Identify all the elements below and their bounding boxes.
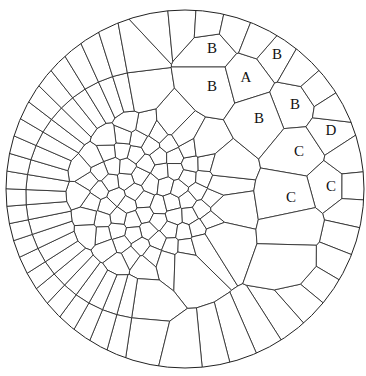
cell-outline <box>114 143 130 160</box>
cell-label: B <box>207 41 217 56</box>
cell-outline <box>156 308 203 376</box>
cell-outline <box>256 208 324 246</box>
cell-outline <box>342 172 366 200</box>
cell-outline <box>0 188 26 206</box>
cell-outline <box>26 190 67 205</box>
cell-outline <box>0 0 85 98</box>
cell-outline <box>0 6 73 108</box>
cell-outline <box>66 181 90 210</box>
cell-label: C <box>286 190 296 205</box>
cell-outline <box>112 0 172 64</box>
cell-label: D <box>326 123 337 138</box>
cell-label: B <box>254 111 264 126</box>
cell-outline <box>0 205 28 226</box>
cell-label: B <box>207 79 217 94</box>
cell-outline <box>171 67 235 120</box>
cell-label: C <box>294 144 304 159</box>
cell-outline <box>243 244 317 290</box>
cell-outline <box>0 220 32 245</box>
cell-outline <box>0 274 64 353</box>
cell-outline <box>211 191 259 229</box>
cell-outline <box>167 0 197 61</box>
cell-label: B <box>290 97 300 112</box>
cell-outline <box>0 285 76 376</box>
cell-label: C <box>326 179 336 194</box>
cell-outline <box>127 67 174 112</box>
outer-boundary <box>6 10 364 368</box>
cell-outline <box>71 207 97 226</box>
cell-label: B <box>272 47 282 62</box>
cell-label: A <box>241 70 252 85</box>
